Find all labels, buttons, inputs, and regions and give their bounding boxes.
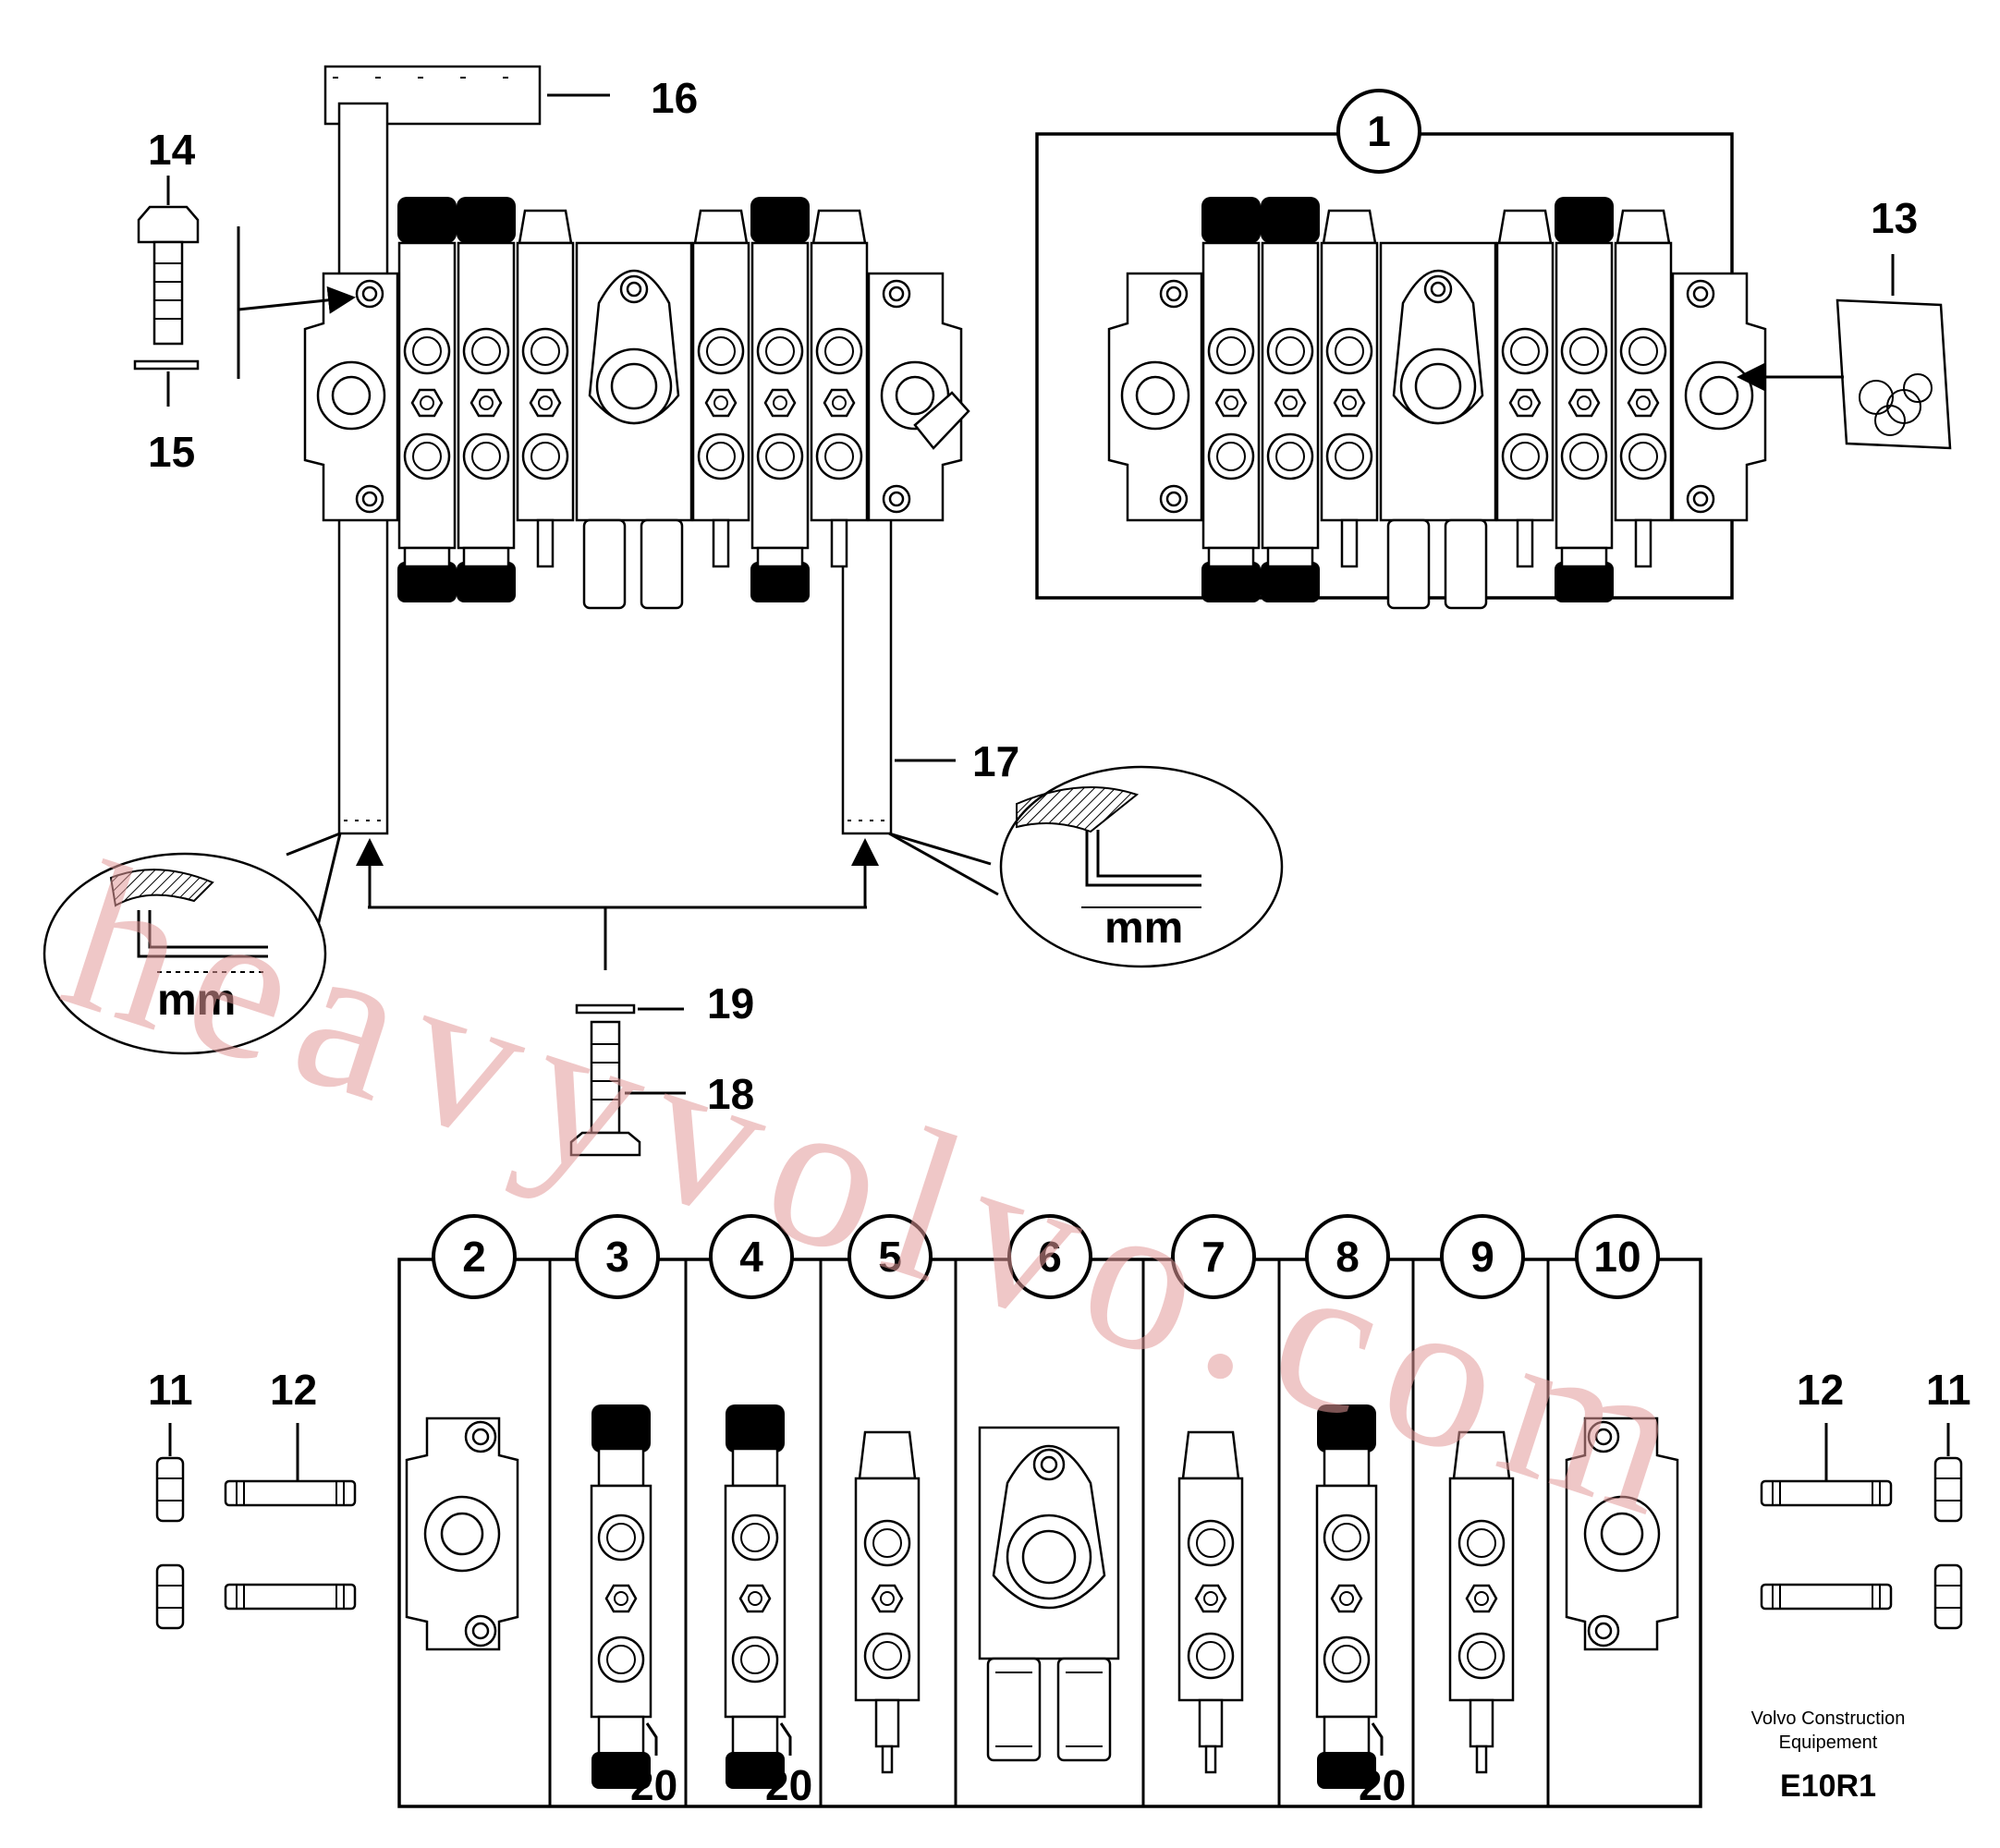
- nut-left-bottom: [155, 1563, 185, 1630]
- section-plain-b: [1179, 1432, 1242, 1772]
- screw: [569, 1020, 686, 1157]
- callout-section-5: 5: [848, 1214, 933, 1299]
- label-screw-washer: 19: [707, 979, 754, 1027]
- label-screw: 18: [707, 1070, 754, 1118]
- svg-text:6: 6: [1038, 1233, 1062, 1281]
- callout-section-3: 3: [575, 1214, 660, 1299]
- section-seal-b: [726, 1404, 785, 1789]
- stud-right-top: [1760, 1479, 1893, 1507]
- stud-left-bottom: [224, 1583, 357, 1611]
- label-nut-left: 11: [148, 1366, 193, 1414]
- section-center: [978, 1426, 1120, 1762]
- section-end-left: [405, 1416, 519, 1651]
- footer-code: E10R1: [1780, 1769, 1876, 1804]
- label-seal-a: 20: [630, 1761, 677, 1809]
- detail-right: mm: [888, 765, 1284, 968]
- svg-text:10: 10: [1593, 1233, 1640, 1281]
- footer-company-line2: Equipement: [1779, 1732, 1878, 1753]
- seal-kit-bag: [1737, 254, 1952, 450]
- screw-washer: [575, 1003, 684, 1015]
- label-seal-c: 20: [1359, 1761, 1406, 1809]
- svg-text:7: 7: [1201, 1233, 1226, 1281]
- label-stud-right: 12: [1797, 1366, 1844, 1414]
- valve-bank-complete: [1109, 197, 1765, 608]
- svg-text:3: 3: [605, 1233, 629, 1281]
- svg-text:4: 4: [739, 1233, 763, 1281]
- svg-text:9: 9: [1470, 1233, 1494, 1281]
- callout-section-2: 2: [432, 1214, 517, 1299]
- callout-section-6: 6: [1007, 1214, 1092, 1299]
- callout-section-7: 7: [1171, 1214, 1256, 1299]
- detail-left: mm: [43, 832, 342, 1055]
- nut-right-bottom: [1933, 1563, 1963, 1630]
- callout-assembly: 1: [1336, 89, 1421, 174]
- detail-left-unit: mm: [157, 976, 236, 1025]
- svg-text:5: 5: [878, 1233, 902, 1281]
- label-seal-kit: 13: [1871, 194, 1918, 242]
- seal-leader-a: [645, 1722, 658, 1756]
- label-nut-right: 11: [1926, 1366, 1971, 1414]
- stud-right-bottom: [1760, 1583, 1893, 1611]
- detail-right-unit: mm: [1104, 904, 1183, 953]
- svg-text:1: 1: [1367, 107, 1391, 155]
- callout-section-10: 10: [1575, 1214, 1660, 1299]
- label-tube: 17: [972, 737, 1019, 785]
- callout-section-8: 8: [1305, 1214, 1390, 1299]
- return-pipe: [913, 391, 970, 450]
- section-seal-a: [591, 1404, 651, 1789]
- callout-section-9: 9: [1440, 1214, 1525, 1299]
- svg-text:8: 8: [1335, 1233, 1360, 1281]
- footer-company-line1: Volvo Construction: [1751, 1708, 1906, 1729]
- label-stud-left: 12: [270, 1366, 317, 1414]
- seal-leader-b: [779, 1722, 792, 1756]
- label-seal-b: 20: [765, 1761, 812, 1809]
- washer: [133, 359, 200, 407]
- svg-text:2: 2: [462, 1233, 486, 1281]
- bolt-arrow: [238, 286, 356, 314]
- label-bolt: 14: [148, 126, 196, 174]
- label-bracket: 16: [651, 74, 698, 122]
- screw-arrows: [356, 838, 879, 970]
- label-washer: 15: [148, 428, 195, 476]
- section-plain-a: [856, 1432, 919, 1772]
- bolt: [137, 176, 200, 346]
- stud-left-top: [224, 1479, 357, 1507]
- seal-leader-c: [1371, 1722, 1384, 1756]
- callout-section-4: 4: [709, 1214, 794, 1299]
- nut-left-top: [155, 1456, 185, 1523]
- nut-right-top: [1933, 1456, 1963, 1523]
